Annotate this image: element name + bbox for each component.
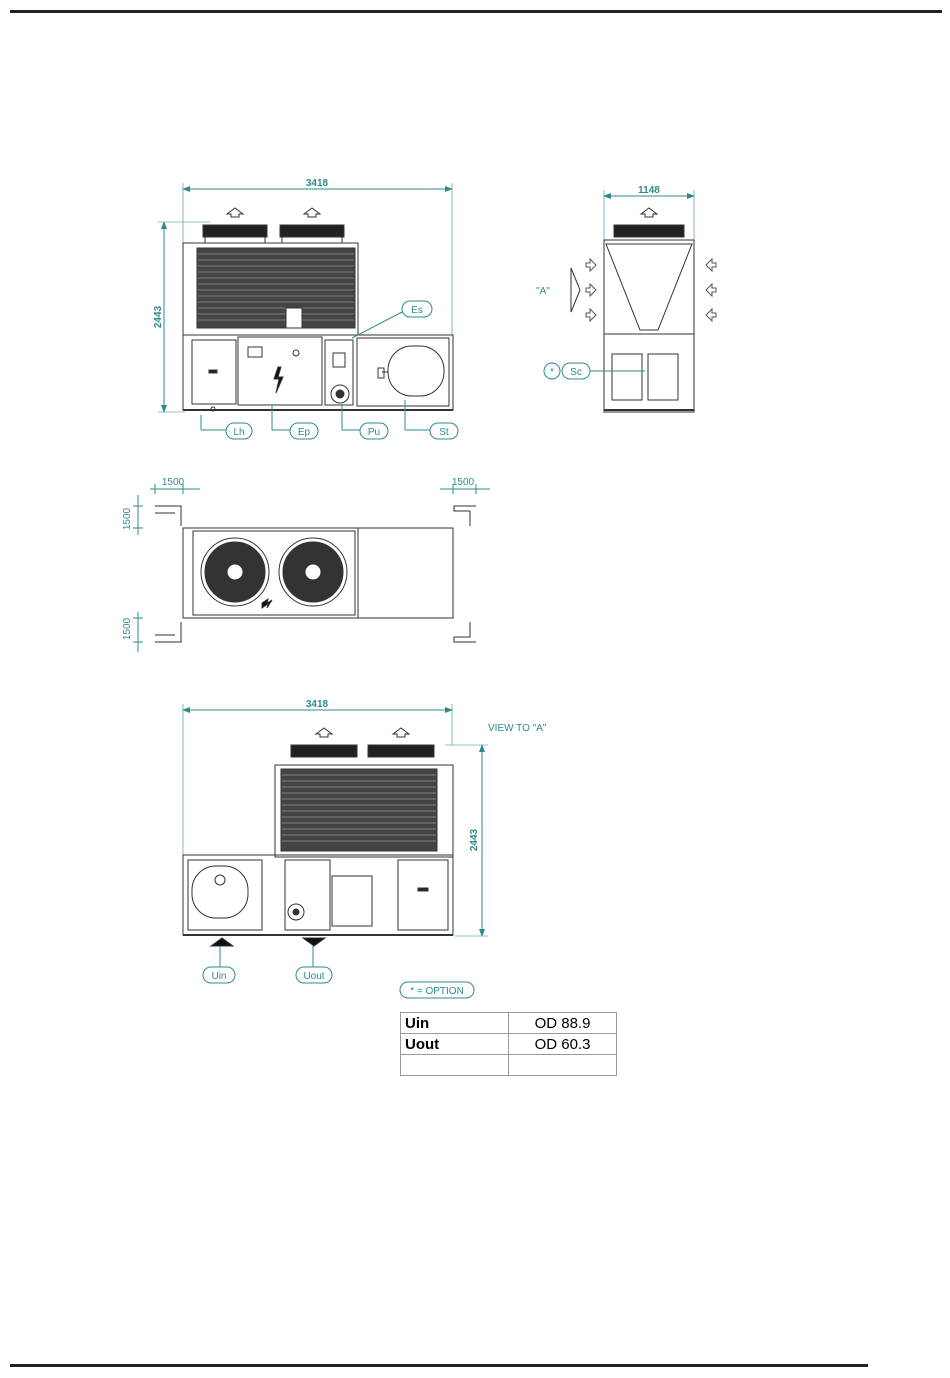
tag-es-text: Es: [411, 305, 423, 316]
side-frame: [604, 240, 694, 412]
tag-sc-text: Sc: [570, 367, 582, 378]
connection-size: OD 88.9: [509, 1013, 617, 1034]
storage-tank: [388, 346, 444, 396]
connection-name: [401, 1055, 509, 1076]
front-view: [158, 183, 453, 412]
clearance-left-label: 1500: [162, 477, 185, 488]
fan-top-right: [280, 225, 344, 237]
tag-uout-text: Uout: [303, 971, 324, 982]
tag-lh-text: Lh: [233, 427, 244, 438]
fan-top-left: [203, 225, 267, 237]
connection-size: [509, 1055, 617, 1076]
table-row: Uout OD 60.3: [401, 1034, 617, 1055]
rear-width-label: 3418: [306, 699, 329, 710]
rear-view: [183, 704, 488, 946]
electric-hazard-icon: [274, 367, 283, 393]
front-height-label: 2443: [153, 305, 164, 328]
clearance-right-label: 1500: [452, 477, 475, 488]
side-tags: [544, 363, 645, 379]
table-row: Uin OD 88.9: [401, 1013, 617, 1034]
connection-name: Uout: [401, 1034, 509, 1055]
side-width-label: 1148: [638, 185, 660, 196]
connection-size: OD 60.3: [509, 1034, 617, 1055]
table-row: [401, 1055, 617, 1076]
front-width-label: 3418: [306, 178, 329, 189]
tag-pu-text: Pu: [368, 427, 380, 438]
connection-name: Uin: [401, 1013, 509, 1034]
clearance-bottom-label: 1500: [122, 617, 133, 640]
view-a-label: "A": [536, 286, 550, 297]
top-view: [133, 484, 490, 652]
tag-uin-text: Uin: [211, 971, 226, 982]
rear-height-label: 2443: [469, 828, 480, 851]
option-mark-text: *: [550, 367, 554, 378]
view-to-a-label: VIEW TO "A": [488, 723, 547, 734]
tag-st-text: St: [439, 427, 449, 438]
side-view: [571, 190, 716, 412]
tag-ep-text: Ep: [298, 427, 311, 438]
option-note-text: * = OPTION: [410, 986, 464, 997]
connections-table: Uin OD 88.9 Uout OD 60.3: [400, 1012, 617, 1076]
clearance-top-label: 1500: [122, 507, 133, 530]
